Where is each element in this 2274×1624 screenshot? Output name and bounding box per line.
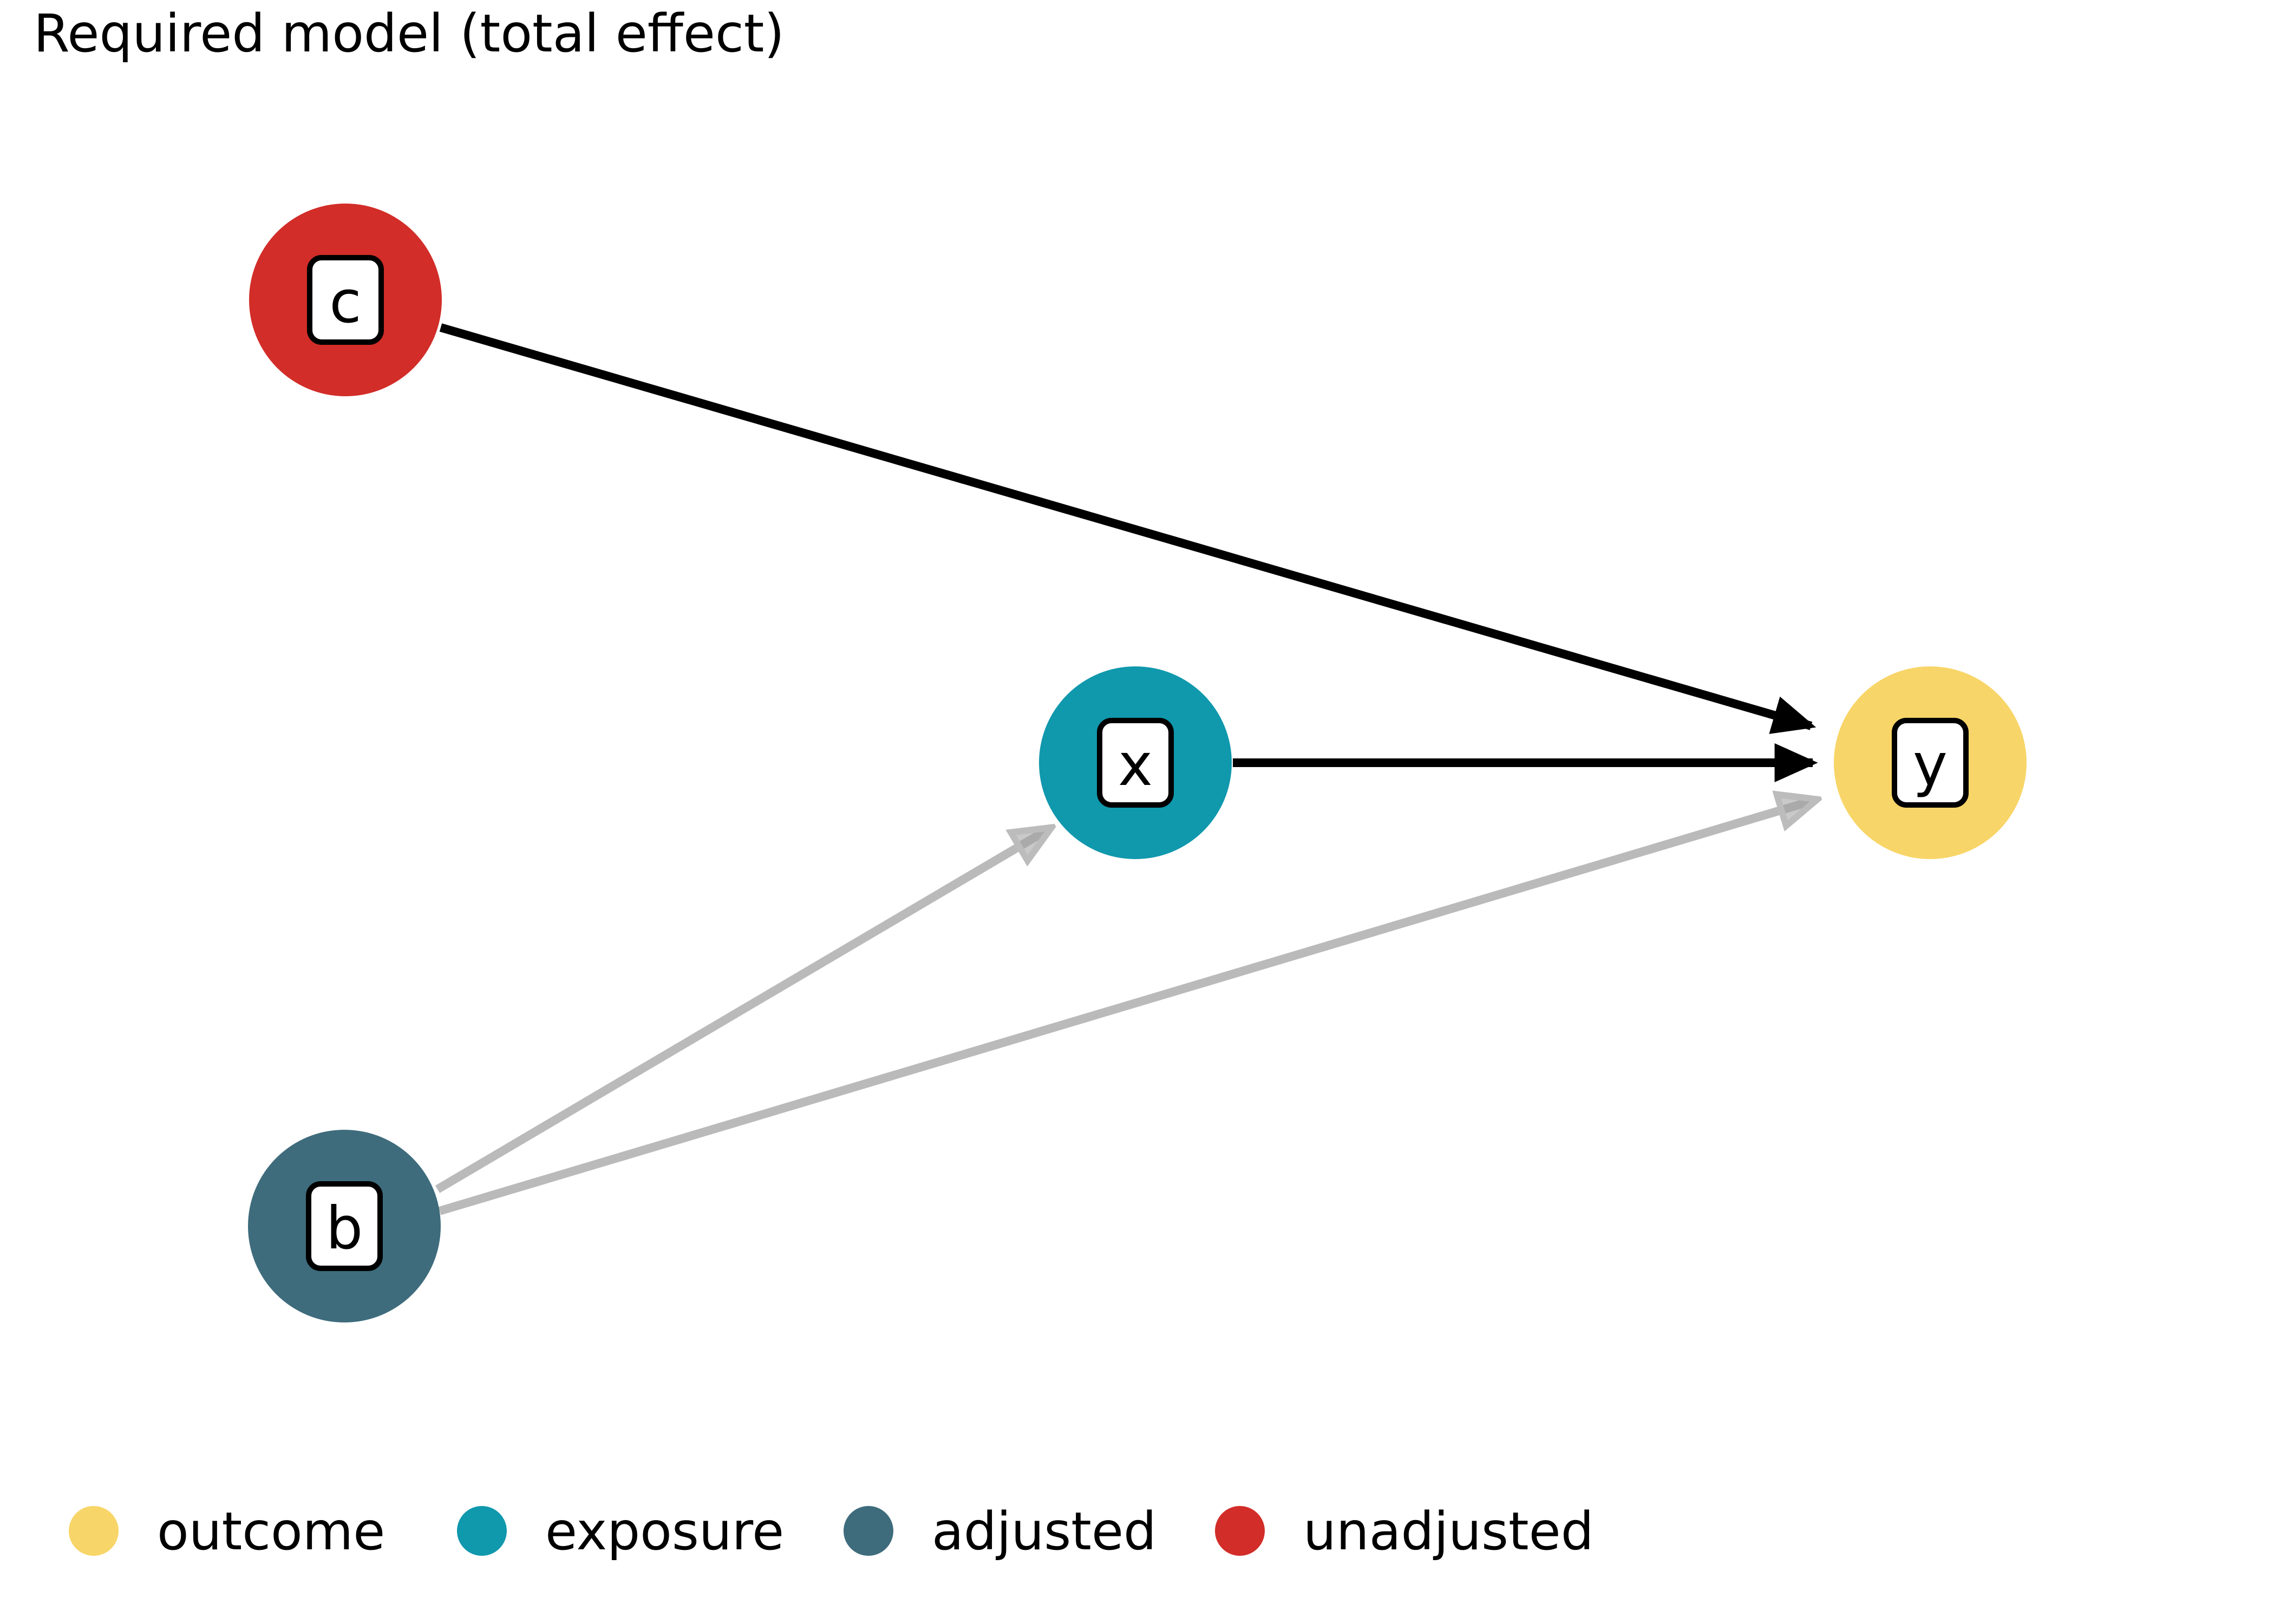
- dag-node-x-label-box: [1097, 718, 1174, 808]
- dag-node-c-label: c: [329, 269, 361, 336]
- dag-node-y-label: y: [1913, 731, 1948, 799]
- legend-item-adjusted[interactable]: adjusted: [844, 1501, 1156, 1562]
- dag-nodes: c x y b: [248, 204, 2027, 1322]
- dag-node-c[interactable]: c: [249, 204, 442, 396]
- legend-item-outcome[interactable]: outcome: [69, 1501, 385, 1562]
- legend-label-adjusted: adjusted: [932, 1501, 1156, 1562]
- dag-node-x[interactable]: x: [1039, 666, 1232, 859]
- dag-node-b-label-box: [306, 1181, 383, 1271]
- legend: outcome exposure adjusted unadjusted: [69, 1501, 1594, 1562]
- edge-c-to-y: [439, 323, 1816, 734]
- legend-swatch-outcome: [69, 1506, 119, 1556]
- legend-label-outcome: outcome: [157, 1501, 385, 1562]
- dag-node-x-label: x: [1118, 731, 1153, 799]
- legend-label-unadjusted: unadjusted: [1303, 1501, 1594, 1562]
- edge-b-to-y: [438, 800, 1815, 1215]
- legend-swatch-exposure: [457, 1506, 507, 1556]
- dag-node-y[interactable]: y: [1834, 666, 2027, 859]
- legend-swatch-adjusted: [844, 1506, 893, 1556]
- dag-node-y-label-box: [1892, 718, 1969, 808]
- page-title: Required model (total effect): [34, 3, 785, 64]
- legend-item-unadjusted[interactable]: unadjusted: [1215, 1501, 1594, 1562]
- dag-node-b[interactable]: b: [248, 1130, 441, 1322]
- edge-b-to-x: [435, 829, 1049, 1193]
- dag-node-b-label: b: [326, 1195, 363, 1262]
- dag-edges: [435, 323, 1816, 1215]
- legend-label-exposure: exposure: [545, 1501, 784, 1562]
- legend-item-exposure[interactable]: exposure: [457, 1501, 784, 1562]
- dag-node-c-label-box: [307, 255, 384, 345]
- legend-swatch-unadjusted: [1215, 1506, 1265, 1556]
